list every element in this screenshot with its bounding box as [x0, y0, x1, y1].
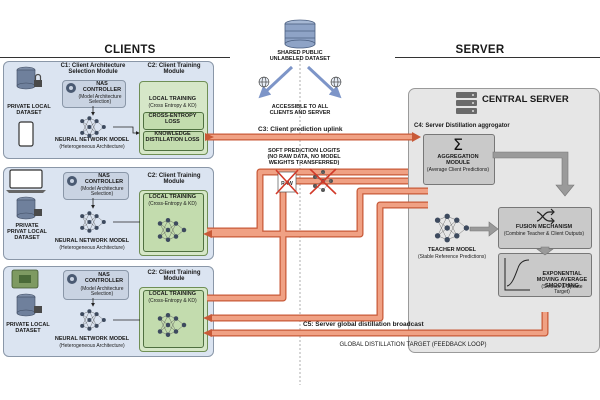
- c3-return-arrowhead: [203, 314, 212, 322]
- flow-arrowheads: [203, 132, 421, 337]
- c4-label: C4: Server Distillation aggrogator: [414, 123, 510, 129]
- clients-header-rule: [0, 57, 230, 58]
- dataset-arrows: [258, 65, 342, 99]
- aggregation-sub: (Average Client Predictions): [426, 167, 490, 173]
- dataset-title-1: SHARED PUBLIC: [277, 50, 323, 56]
- c2-local-training: LOCAL TRAINING: [149, 194, 196, 200]
- c1-ce-loss-box: [143, 112, 204, 130]
- raw-data-crossed-icon: RAW: [275, 169, 299, 195]
- soft-logits-label: SOFT PREDICTION LOGITS (NO RAW DATA, NO …: [267, 148, 341, 166]
- client2-train-nn-icon: [157, 218, 187, 242]
- c1-nn-sub: (Heterogeneous Architecture): [59, 144, 125, 150]
- lock-icon: [34, 73, 42, 87]
- c3-nas-box: [63, 270, 129, 300]
- c3-nas-title: NAS CONTROLLER: [84, 272, 124, 284]
- client3-train-nn-icon: [157, 313, 187, 337]
- c3-local-training-sub: (Cross-Entropy & KD): [148, 298, 197, 304]
- globe-icons: [258, 76, 342, 88]
- c2-nn-sub: (Heterogeneous Architecture): [59, 245, 125, 251]
- aggregation-box: [423, 134, 495, 185]
- shuffle-icon: [536, 208, 555, 225]
- client3-nn-icon: [80, 309, 106, 331]
- c1-local-training-sub: (Cross Entropy & KD): [148, 103, 197, 109]
- laptop-icon: [6, 169, 46, 193]
- c3-nn-sub: (Heterogeneous Architecture): [59, 343, 125, 349]
- teacher-nn-icon: [434, 213, 470, 243]
- c1-module-title: C1: Client Architecture Selection Module: [60, 63, 126, 76]
- fusion-title: FUSION MECHANISM: [515, 224, 573, 230]
- c2-local-training-sub: (Cross-Entropy & KD): [148, 201, 197, 207]
- client1-connectors: [91, 106, 140, 321]
- client1-nn-icon: [80, 116, 106, 138]
- c2-nn-title: NEURAL NETWORK MODEL: [54, 238, 130, 244]
- shared-dataset-icon: [284, 19, 316, 49]
- teacher-sub: (Stable Reference Predictions): [417, 254, 487, 260]
- raw-text: RAW: [281, 181, 293, 187]
- uplink-arrowhead: [412, 132, 421, 142]
- c2-return-arrowhead: [203, 230, 212, 238]
- c2-dataset-l1: PRIVATE: [15, 223, 39, 229]
- c1-nas-title: NAS CONTROLLER: [82, 81, 122, 93]
- c3-inner-box: [143, 290, 204, 348]
- c3-training-title: C2: Client Training Module: [147, 270, 201, 283]
- aggregation-title: AGGREGATION MODULE: [437, 154, 479, 166]
- broadcast-arrowhead: [203, 329, 212, 337]
- neural-network-icons: [80, 116, 470, 337]
- client2-nn-icon: [80, 211, 106, 233]
- ema-title: EXPONENTIAL MOVING AVERAGE SMOOTHING: [536, 271, 588, 289]
- database-icon: [16, 196, 42, 220]
- database-icon: [16, 66, 36, 90]
- c3-local-training: LOCAL TRAINING: [149, 291, 196, 297]
- server-flow-arrows: [469, 151, 575, 256]
- ema-sub: (Smooth & Update Target): [541, 284, 583, 296]
- broadcast-label: C5: Server global distillation broadcast: [303, 321, 424, 328]
- teacher-to-fusion-arrow: [469, 221, 499, 237]
- sigma-icon: Σ: [453, 135, 463, 154]
- phone-icon: [18, 121, 34, 147]
- server-header-rule: [395, 57, 600, 58]
- c1-start-arrowhead: [205, 133, 214, 141]
- agg-to-fusion-arrow: [492, 151, 575, 197]
- server-header: SERVER: [455, 44, 505, 56]
- gear-icons: [66, 83, 77, 284]
- model-weights-crossed-icon: [309, 168, 337, 195]
- c2-dataset-l2: PRIVAT LOCAL: [7, 229, 47, 235]
- c1-ce-loss: CROSS-ENTROPY LOSS: [148, 113, 197, 125]
- c3-nas-sub: (Model Architecture Selection): [80, 286, 124, 298]
- curve-icon: [504, 258, 530, 291]
- c1-kd-loss-box: [143, 131, 204, 151]
- fusion-sub: (Combine Teacher & Client Outputs): [503, 231, 585, 237]
- c1-local-training: LOCAL TRAINING: [149, 96, 196, 102]
- server-icon: [456, 92, 477, 114]
- chip-icon: [11, 269, 39, 289]
- c1-nn-title: NEURAL NETWORK MODEL: [54, 137, 130, 143]
- c2-nas-sub: (Model Architecture Selection): [80, 186, 124, 198]
- c3-dataset-label: PRIVATE LOCAL DATASET: [6, 322, 50, 334]
- flow-fills: [207, 134, 548, 336]
- c1-training-title: C2: Client Training Module: [147, 63, 201, 76]
- c1-nas-sub: (Model Architecture Selection): [78, 94, 122, 106]
- server-title: CENTRAL SERVER: [482, 94, 569, 105]
- database-icon: [16, 293, 42, 317]
- dataset-title-2: UNLABELED DATASET: [269, 56, 331, 62]
- teacher-title: TEACHER MODEL: [428, 247, 476, 253]
- clients-header: CLIENTS: [104, 44, 156, 56]
- fusion-to-ema-arrow: [536, 246, 554, 256]
- c2-dataset-l3: DATASET: [14, 235, 40, 241]
- c1-dataset-label: PRIVATE LOCAL DATASET: [7, 104, 51, 116]
- feedback-label: GLOBAL DISTILLATION TARGET (FEEDBACK LOO…: [339, 342, 487, 348]
- c1-kd-loss: KNOWLEDGE DISTILLATION LOSS: [145, 131, 200, 143]
- c3-nn-title: NEURAL NETWORK MODEL: [54, 336, 130, 342]
- c2-nas-title: NAS CONTROLLER: [84, 173, 124, 185]
- c2-training-title: C2: Client Training Module: [147, 173, 201, 186]
